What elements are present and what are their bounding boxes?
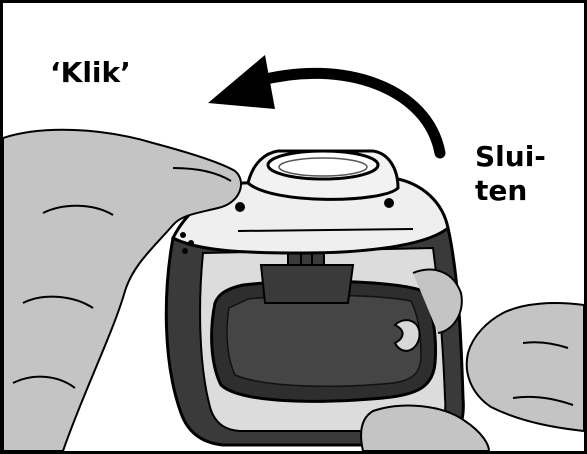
click-label: ‘Klik’ xyxy=(50,56,131,90)
close-label-line1: Slui- xyxy=(475,140,546,174)
close-label: Slui- ten xyxy=(475,140,546,208)
curved-arrow-icon xyxy=(208,55,440,153)
close-label-line2: ten xyxy=(475,174,546,208)
